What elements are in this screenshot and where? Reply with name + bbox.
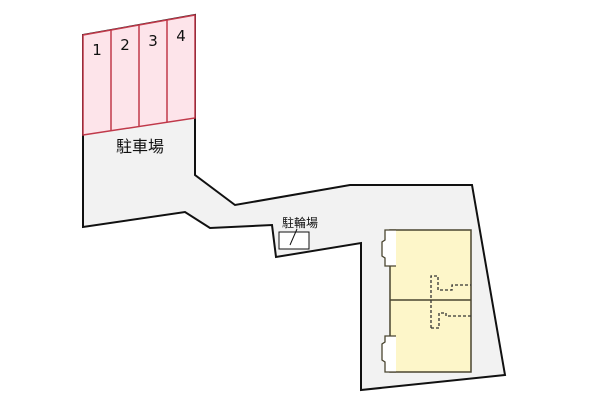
bicycle-parking-label: 駐輪場 bbox=[282, 215, 318, 230]
parking-space-1: 1 bbox=[92, 41, 102, 59]
parking-area: 1 2 3 4 駐車場 bbox=[82, 14, 196, 156]
bicycle-parking: 駐輪場 bbox=[278, 215, 318, 250]
parking-space-2: 2 bbox=[120, 36, 130, 54]
parking-space-4: 4 bbox=[176, 27, 186, 45]
parking-space-3: 3 bbox=[148, 32, 158, 50]
building bbox=[381, 229, 472, 373]
entrance-unit-1 bbox=[381, 229, 396, 267]
entrance-unit-2 bbox=[381, 335, 396, 373]
parking-label: 駐車場 bbox=[116, 137, 164, 156]
